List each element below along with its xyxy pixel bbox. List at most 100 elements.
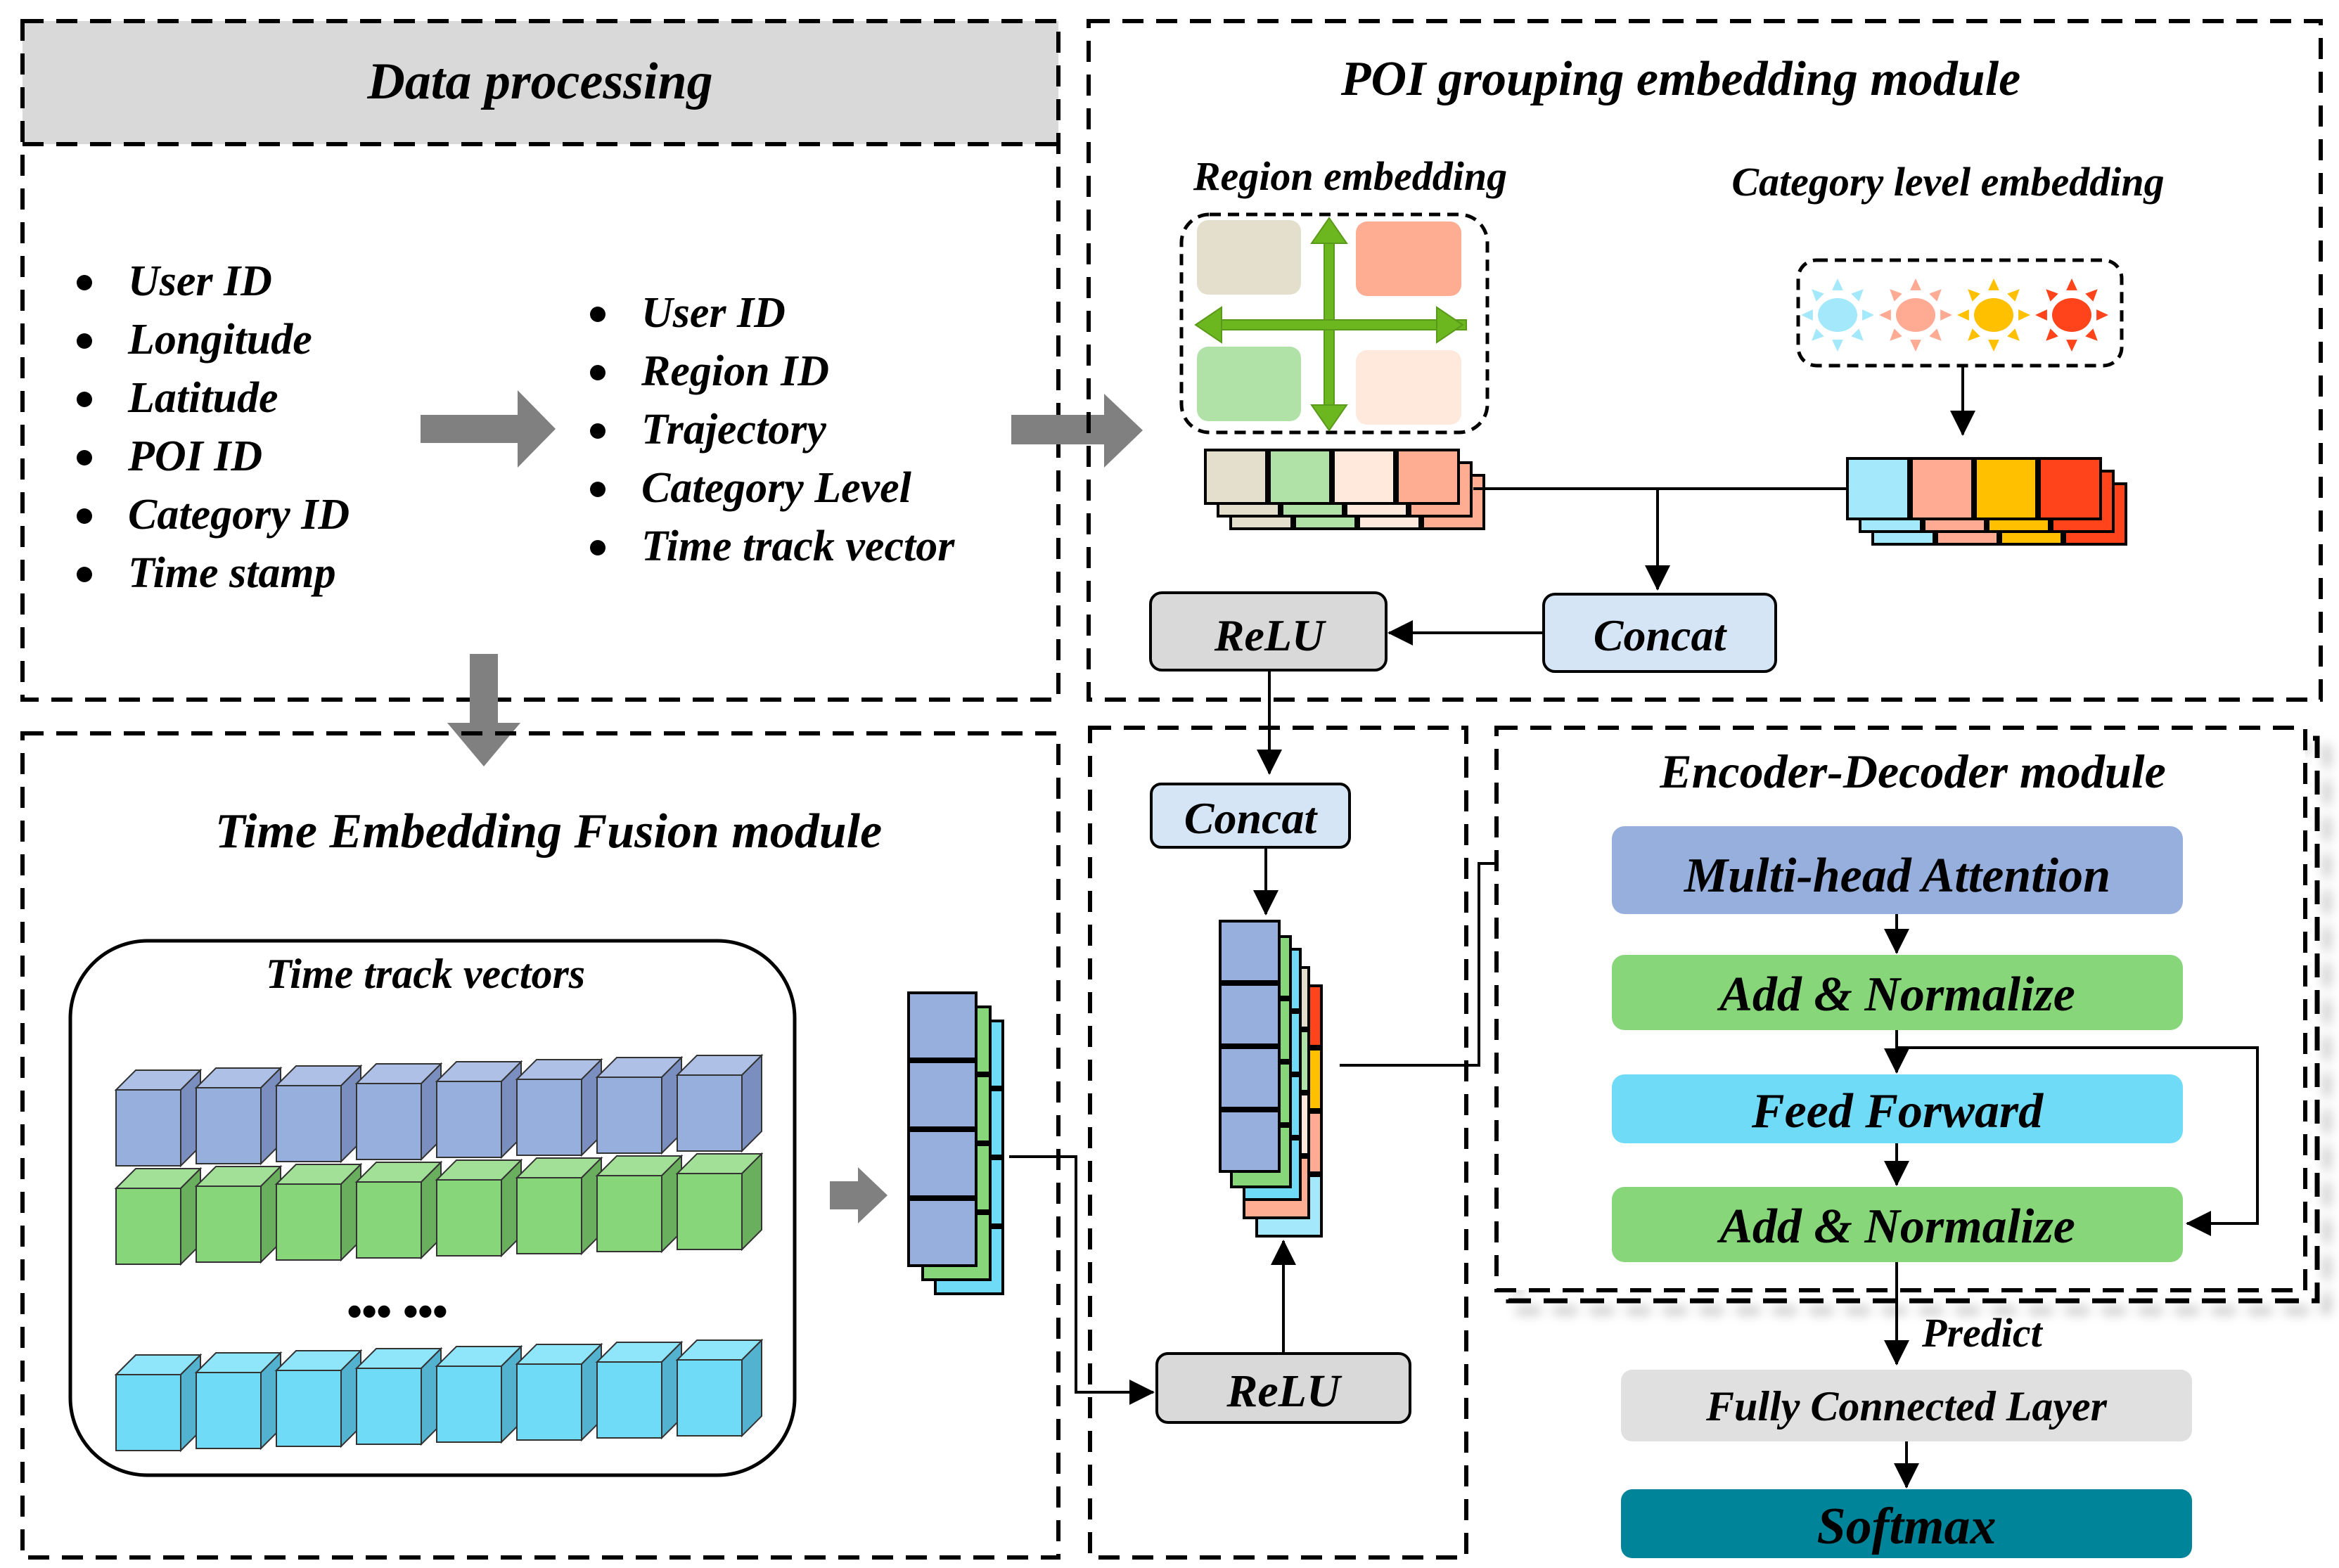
- time-cube: [194, 1351, 283, 1451]
- bullet-icon: [77, 333, 92, 349]
- cube-front: [196, 1185, 262, 1263]
- cube-front: [276, 1085, 342, 1162]
- region-vector-cell: [1399, 451, 1457, 502]
- encoder-decoder-panel: Encoder-Decoder module Multi-head Attent…: [1494, 726, 2320, 1304]
- block-multi-head-attention: [1612, 826, 2183, 914]
- bullet-icon: [77, 567, 92, 582]
- bullet-icon: [590, 423, 605, 439]
- sun-ray: [1812, 328, 1824, 341]
- data-processing-header: [23, 21, 1058, 144]
- bullet-icon: [590, 307, 605, 322]
- sun-ray: [1988, 278, 1999, 290]
- sun-ray: [2085, 328, 2098, 341]
- sun-ray: [2066, 340, 2077, 352]
- sun-ray: [1910, 340, 1921, 352]
- sun-ray: [2046, 289, 2058, 302]
- region-grid-frame: [1179, 212, 1489, 435]
- sun-ray: [1812, 289, 1824, 302]
- bullet-icon: [77, 275, 92, 290]
- stack-cell: [1222, 986, 1278, 1043]
- cube-front: [115, 1089, 181, 1167]
- fully-connected-box: [1621, 1370, 2192, 1441]
- fusion-concat-label: Concat: [1184, 793, 1319, 843]
- region-vector-cell: [1335, 451, 1393, 502]
- sun-ray: [1929, 289, 1942, 302]
- cube-front: [516, 1079, 582, 1156]
- time-cube: [354, 1062, 443, 1162]
- time-cube: [274, 1162, 363, 1262]
- cube-front: [356, 1083, 422, 1160]
- time-cube: [675, 1338, 764, 1438]
- cube-front: [115, 1374, 181, 1451]
- list-item: Longitude: [127, 316, 312, 364]
- region-cell-green: [1197, 347, 1301, 421]
- time-cube: [354, 1347, 443, 1446]
- stack-cell: [910, 994, 975, 1058]
- time-cube: [114, 1167, 203, 1266]
- region-embedding-label: Region embedding: [1193, 153, 1507, 199]
- sun-ray: [2085, 289, 2098, 302]
- sun-ray: [1879, 309, 1891, 321]
- sun-ray: [1862, 309, 1874, 321]
- cube-front: [596, 1361, 662, 1439]
- fusion-relu-label: ReLU: [1226, 1365, 1342, 1417]
- attention-label: Multi-head Attention: [1684, 849, 2110, 903]
- stack-cell: [1222, 923, 1278, 980]
- poi-panel-border: [1087, 19, 2323, 702]
- time-cube: [274, 1064, 363, 1164]
- sun-ray: [1832, 340, 1843, 352]
- cube-front: [436, 1179, 502, 1257]
- time-cube: [114, 1068, 203, 1168]
- cube-front: [276, 1183, 342, 1261]
- stack-cell: [910, 1132, 975, 1195]
- arrow-raw-to-processed: [421, 390, 556, 468]
- cube-front: [677, 1173, 743, 1250]
- sun-core: [1818, 298, 1857, 332]
- data-processing-title: Data processing: [366, 53, 712, 110]
- sun-ray: [1851, 289, 1864, 302]
- sun-icon: [1801, 278, 1874, 352]
- time-cube: [595, 1055, 684, 1155]
- list-item: POI ID: [127, 432, 262, 480]
- fusion-concat-box: [1150, 783, 1351, 849]
- output-section: Predict Fully Connected Layer Softmax: [1621, 1262, 2192, 1558]
- encoder-title: Encoder-Decoder module: [1659, 745, 2166, 798]
- residual-to-norm2-arrow: [1897, 1046, 2259, 1236]
- region-cell-beige: [1197, 220, 1301, 295]
- sun-ray: [1890, 289, 1902, 302]
- fusion-panel-border: [1088, 726, 1468, 1560]
- sun-ray: [1801, 309, 1813, 321]
- stack-cell: [910, 1063, 975, 1126]
- bullet-icon: [590, 540, 605, 555]
- time-cube: [354, 1160, 443, 1260]
- sun-icon: [1879, 278, 1952, 352]
- ellipsis: ••• •••: [347, 1287, 448, 1335]
- time-cube: [675, 1053, 764, 1153]
- cube-front: [115, 1188, 181, 1265]
- time-embedding-panel: Time Embedding Fusion module Time track …: [20, 731, 1155, 1560]
- list-item: Region ID: [641, 347, 829, 395]
- category-levels: [1796, 258, 2124, 436]
- cube-front: [677, 1359, 743, 1437]
- cube-front: [516, 1363, 582, 1441]
- sun-ray: [1832, 278, 1843, 290]
- poi-concat-label: Concat: [1594, 610, 1728, 660]
- region-vector-cell: [1271, 451, 1329, 502]
- region-embedding-vector: [1204, 449, 1485, 530]
- list-item: Trajectory: [641, 406, 826, 454]
- cube-front: [196, 1372, 262, 1449]
- bullet-icon: [77, 450, 92, 465]
- sun-ray: [1851, 328, 1864, 341]
- time-stacked-vector: [907, 991, 1004, 1295]
- cube-front: [596, 1077, 662, 1154]
- poi-module-title: POI grouping embedding module: [1340, 52, 2020, 106]
- cube-front: [677, 1074, 743, 1152]
- four-way-arrow-icon: [1194, 217, 1467, 432]
- fully-connected-label: Fully Connected Layer: [1705, 1383, 2108, 1429]
- sun-icon: [2035, 278, 2108, 352]
- predict-label: Predict: [1921, 1310, 2044, 1356]
- sun-ray: [2007, 328, 2020, 341]
- poi-relu-label: ReLU: [1214, 610, 1326, 660]
- softmax-label: Softmax: [1817, 1498, 1997, 1555]
